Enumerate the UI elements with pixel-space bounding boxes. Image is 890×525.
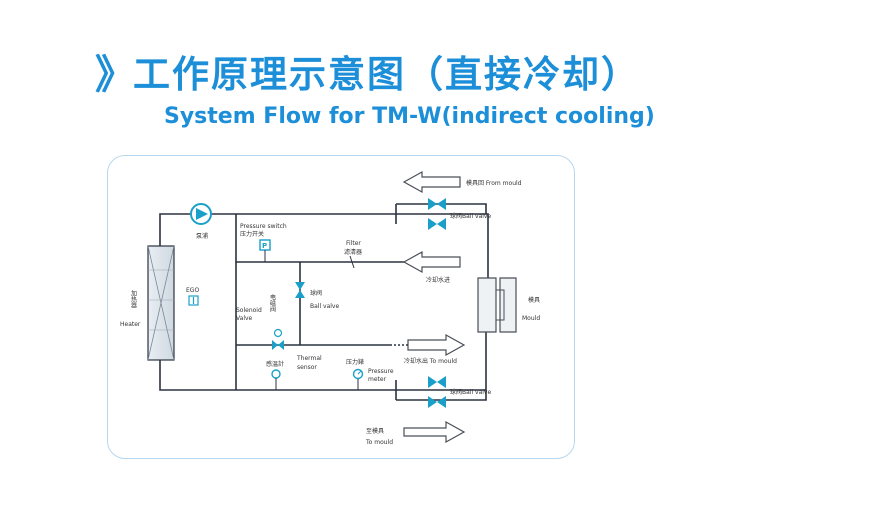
diagram-panel [107, 155, 575, 459]
pressure-switch-label-en: Pressure switch [240, 223, 287, 230]
title-en: System Flow for TM-W(indirect cooling) [164, 104, 655, 129]
ego-label: EGO [186, 287, 199, 294]
heater-label-en: Heater [120, 321, 141, 328]
ball-valve-mid-label-cn: 球阀 [310, 289, 322, 297]
filter-label-cn: 滤清器 [344, 248, 362, 256]
thermal-label-en2: sensor [297, 364, 317, 371]
heater-label-cn: 加热器 [130, 289, 137, 309]
pressure-meter-label-en2: meter [368, 376, 387, 383]
cooling-water-in-label: 冷却水进 [426, 276, 450, 284]
arrow-from-mould [402, 170, 461, 194]
pipe-top-right [390, 213, 489, 280]
pump-label: 泵浦 [196, 232, 208, 240]
pressure-meter-label-cn: 压力錶 [346, 358, 364, 366]
mould-label-en: Mould [522, 315, 540, 322]
from-mould-label: 模具回 From mould [466, 179, 522, 187]
thermal-label-en1: Thermal [296, 355, 322, 362]
pressure-switch-label-cn: 压力开关 [240, 230, 264, 238]
arrow-cooling-in [402, 250, 461, 274]
solenoid-valve-label-en: Valve [236, 315, 253, 322]
ball-valve-bottom-label: 球阀Ball valve [450, 388, 491, 396]
thermal-label-cn: 感温計 [266, 360, 284, 368]
pipe-inner-branch [235, 214, 405, 263]
pipes [159, 203, 489, 401]
title-cn: 》 工作原理示意图（直接冷却） [95, 42, 640, 100]
arrow-to-mould [403, 420, 466, 444]
mould-label-cn: 模具 [528, 296, 540, 304]
ball-valve-mid-label-en: Ball valve [310, 303, 339, 310]
pressure-meter-icon [352, 368, 364, 390]
ball-valve-top-icon [428, 198, 446, 230]
ball-valve-bottom-icon [428, 376, 446, 408]
pump-icon [190, 203, 212, 225]
ball-valve-mid-icon [295, 282, 305, 298]
svg-text:P: P [262, 242, 267, 250]
title-cn-text: 工作原理示意图（直接冷却） [133, 53, 640, 96]
arrow-cooling-out [407, 333, 466, 357]
ball-valve-top-label: 球阀Ball valve [450, 212, 491, 220]
cooling-water-out-label: 冷却水出 To mould [404, 357, 457, 365]
pressure-switch-icon: P [259, 239, 271, 251]
thermal-sensor-icon [271, 369, 281, 390]
filter-label-en: Filter [346, 240, 361, 247]
pressure-meter-label-en1: Pressure [368, 368, 394, 375]
solenoid-valve-icon [272, 328, 284, 350]
heater [147, 245, 175, 361]
pipe-ballvalve-top-split [395, 203, 487, 224]
pipe-top [159, 213, 390, 246]
to-mould-label-cn: 至模具 [366, 427, 384, 435]
to-mould-label-en: To mould [365, 439, 393, 446]
mould-icon [477, 277, 517, 333]
pipe-bottom [159, 360, 392, 391]
solenoid-label-cn: 电磁阀 [269, 293, 276, 313]
solenoid-label-en: Solenoid [236, 307, 262, 314]
pipe-ballvalve-bottom-split [395, 380, 487, 401]
filter-icon [349, 255, 355, 269]
